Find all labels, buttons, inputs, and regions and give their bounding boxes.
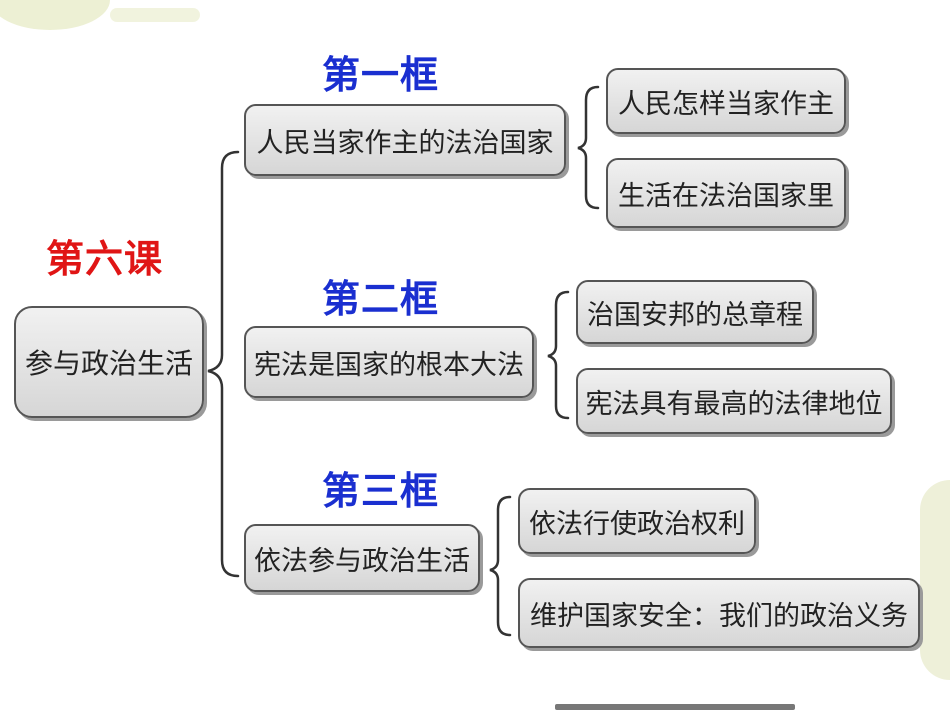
frame3-item1-box: 依法行使政治权利 — [518, 488, 756, 554]
frame3-title: 第三框 — [322, 468, 440, 513]
frame3-item1-label: 依法行使政治权利 — [529, 508, 745, 540]
frame2-item1-label: 治国安邦的总章程 — [587, 299, 803, 331]
frame2-topic-label: 宪法是国家的根本大法 — [254, 349, 524, 381]
main-brace — [207, 150, 240, 578]
frame3-topic-label: 依法参与政治生活 — [254, 545, 470, 577]
frame1-item2-box: 生活在法治国家里 — [606, 158, 846, 228]
root-topic-label: 参与政治生活 — [24, 347, 193, 380]
frame3-item2-label: 维护国家安全：我们的政治义务 — [530, 600, 908, 632]
frame2-topic-box: 宪法是国家的根本大法 — [244, 326, 534, 398]
decorative-top-bar — [110, 8, 200, 22]
frame2-item1-box: 治国安邦的总章程 — [576, 280, 814, 344]
lesson-title: 第六课 — [46, 236, 164, 281]
frame2-item2-box: 宪法具有最高的法律地位 — [576, 368, 892, 434]
frame1-item2-label: 生活在法治国家里 — [618, 180, 834, 212]
frame1-item1-label: 人民怎样当家作主 — [618, 88, 834, 120]
frame2-title: 第二框 — [322, 276, 440, 321]
frame1-item1-box: 人民怎样当家作主 — [606, 68, 846, 134]
frame3-brace — [489, 495, 512, 637]
root-topic-box: 参与政治生活 — [14, 306, 204, 418]
frame2-item2-label: 宪法具有最高的法律地位 — [585, 388, 883, 420]
decorative-bottom-line — [555, 704, 795, 710]
frame1-title: 第一框 — [322, 52, 440, 97]
frame1-brace — [577, 85, 600, 210]
decorative-right-shape — [920, 480, 950, 680]
frame3-topic-box: 依法参与政治生活 — [244, 524, 480, 592]
frame3-item2-box: 维护国家安全：我们的政治义务 — [518, 578, 920, 648]
frame1-topic-box: 人民当家作主的法治国家 — [244, 104, 566, 176]
frame1-topic-label: 人民当家作主的法治国家 — [256, 127, 554, 159]
frame2-brace — [547, 290, 570, 420]
